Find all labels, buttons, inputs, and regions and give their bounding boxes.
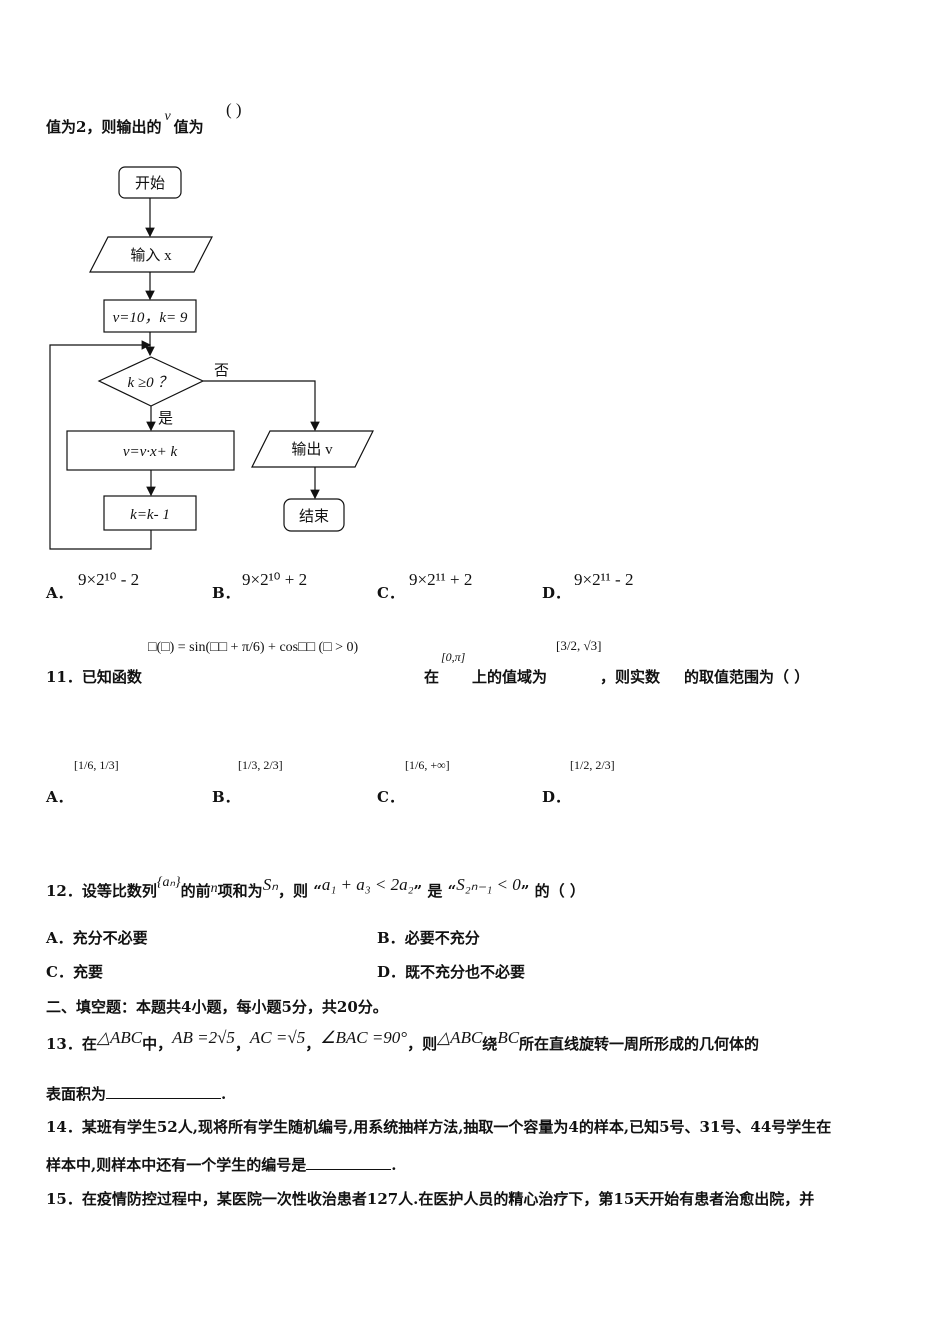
flow-decrement-box <box>103 495 197 531</box>
q11-option-c-label: C． <box>377 788 404 806</box>
q10-var: v <box>164 109 171 124</box>
q13-line2: 表面积为. <box>46 1083 226 1104</box>
q10-option-c: 9×2¹¹ + 2 <box>409 570 473 589</box>
q12-seq: {aₙ} <box>156 875 181 890</box>
q11-suffix-b: 的取值范围为（ ） <box>684 668 810 686</box>
flow-init-label: v=10，k= 9 <box>113 310 188 326</box>
q13-ac: AC =√5 <box>249 1028 306 1047</box>
q12-option-c-value: 充要 <box>72 963 103 981</box>
flow-end-box <box>283 498 345 532</box>
q12-option-a-label: A． <box>46 929 73 947</box>
q12-text-4: ，则 “ <box>277 882 322 900</box>
q13-text-5: 所在直线旋转一周所形成的几何体的 <box>519 1035 760 1053</box>
q10-answer-paren: ( ) <box>226 100 242 119</box>
q11-formula: □(□) = sin(□□ + π/6) + cos□□ (□ > 0) <box>148 640 359 655</box>
q13-answer-blank[interactable] <box>106 1098 222 1099</box>
q12-option-a: A．充分不必要 <box>46 927 148 948</box>
q10-option-b-label: B． <box>212 584 240 602</box>
flow-yes-label: 是 <box>158 411 173 427</box>
q13-text-1: 13．在 <box>46 1035 97 1053</box>
q13-end: . <box>221 1085 227 1103</box>
q12-text-2: 的前 <box>180 882 211 900</box>
q14-end: . <box>391 1156 397 1174</box>
q10-intro-text: 值为2，则输出的 <box>46 118 162 136</box>
flow-update-label: v=v·x+ k <box>123 444 178 460</box>
q12-option-d: D．既不充分也不必要 <box>377 961 525 982</box>
q12-text-6: ” 的（ ） <box>520 882 585 900</box>
flow-decrement-label: k=k- 1 <box>130 507 170 523</box>
q12-option-d-value: 既不充分也不必要 <box>405 963 526 981</box>
section-2-heading: 二、填空题：本题共4小题，每小题5分，共20分。 <box>46 998 388 1016</box>
flowchart: 开始 输入 x v=10，k= 9 k ≥0 ？ 否 是 v=v·x+ k k=… <box>49 166 374 550</box>
q12-option-b-value: 必要不充分 <box>404 929 480 947</box>
q12-sn: Sₙ <box>262 875 278 894</box>
q12-option-b-label: B． <box>377 929 405 947</box>
q14-answer-blank[interactable] <box>306 1169 392 1170</box>
q13-angle: ∠BAC =90° <box>320 1028 408 1047</box>
q11-range-text: 上的值域为 <box>472 668 548 686</box>
q11-option-d: [1/2, 2/3] <box>570 758 615 772</box>
flow-input-label: 输入 x <box>130 247 172 264</box>
q13-comma-2: ， <box>305 1035 321 1053</box>
q10-intro-text-b: 值为 <box>173 118 204 136</box>
q13-stem: 13．在△ABC中，AB =2√5，AC =√5，∠BAC =90°，则△ABC… <box>46 1028 760 1054</box>
q10-option-a: 9×2¹⁰ - 2 <box>78 570 140 589</box>
q10-intro: 值为2，则输出的v值为 <box>46 109 204 137</box>
q11-option-b: [1/3, 2/3] <box>238 758 283 772</box>
q13-triangle-2: △ABC <box>437 1028 483 1047</box>
q13-bc: BC <box>497 1028 520 1047</box>
q12-cond2: S₂ₙ₋₁ < 0 <box>456 875 521 894</box>
flow-output-box <box>251 430 374 468</box>
q13-text-3: ，则 <box>407 1035 438 1053</box>
q11-option-a: [1/6, 1/3] <box>74 758 119 772</box>
flow-start-label: 开始 <box>135 175 165 192</box>
flow-input-box <box>89 236 213 273</box>
q11-suffix-a: ，则实数 <box>600 668 661 686</box>
q11-interval: [0,π] <box>441 650 466 664</box>
flow-output-label: 输出 v <box>291 441 333 458</box>
q10-option-b: 9×2¹⁰ + 2 <box>242 570 308 589</box>
q14-line2-text: 样本中,则样本中还有一个学生的编号是 <box>46 1156 307 1174</box>
flow-condition-label: k ≥0 ？ <box>128 375 173 391</box>
q12-stem: 12．设等比数列{aₙ}的前n项和为Sₙ，则 “a₁ + a₃ < 2a₂” 是… <box>46 875 585 901</box>
q13-line2-text: 表面积为 <box>46 1085 107 1103</box>
q10-option-c-label: C． <box>377 584 404 602</box>
q10-option-a-label: A． <box>46 584 73 602</box>
q12-cond1: a₁ + a₃ < 2a₂ <box>321 875 414 894</box>
q14-line1: 14．某班有学生52人,现将所有学生随机编号,用系统抽样方法,抽取一个容量为4的… <box>46 1118 832 1136</box>
q11-prefix: 11．已知函数 <box>46 668 142 686</box>
q11-option-c: [1/6, +∞] <box>405 758 450 772</box>
q13-text-2: 中， <box>142 1035 173 1053</box>
q11-range: [3/2, √3] <box>556 638 602 653</box>
q13-text-4: 绕 <box>482 1035 498 1053</box>
q11-option-d-label: D． <box>542 788 571 806</box>
q11-at: 在 <box>424 668 440 686</box>
q11-option-b-label: B． <box>212 788 240 806</box>
q11-option-a-label: A． <box>46 788 73 806</box>
q15-line1: 15．在疫情防控过程中，某医院一次性收治患者127人.在医护人员的精心治疗下，第… <box>46 1190 815 1208</box>
q10-option-d-label: D． <box>542 584 571 602</box>
q12-n: n <box>210 881 218 896</box>
q13-comma-1: ， <box>234 1035 250 1053</box>
q12-option-a-value: 充分不必要 <box>72 929 148 947</box>
q12-text-5: ” 是 “ <box>413 882 457 900</box>
q12-option-b: B．必要不充分 <box>377 927 480 948</box>
q12-text-3: 项和为 <box>217 882 263 900</box>
q14-line2: 样本中,则样本中还有一个学生的编号是. <box>46 1154 396 1175</box>
flow-no-label: 否 <box>214 363 229 379</box>
q12-text-1: 12．设等比数列 <box>46 882 157 900</box>
q10-option-d: 9×2¹¹ - 2 <box>574 570 634 589</box>
q13-ab: AB =2√5 <box>172 1028 235 1047</box>
q12-option-c-label: C． <box>46 963 73 981</box>
flow-end-label: 结束 <box>299 508 329 525</box>
q12-option-c: C．充要 <box>46 961 103 982</box>
q13-triangle: △ABC <box>96 1028 143 1047</box>
q12-option-d-label: D． <box>377 963 406 981</box>
